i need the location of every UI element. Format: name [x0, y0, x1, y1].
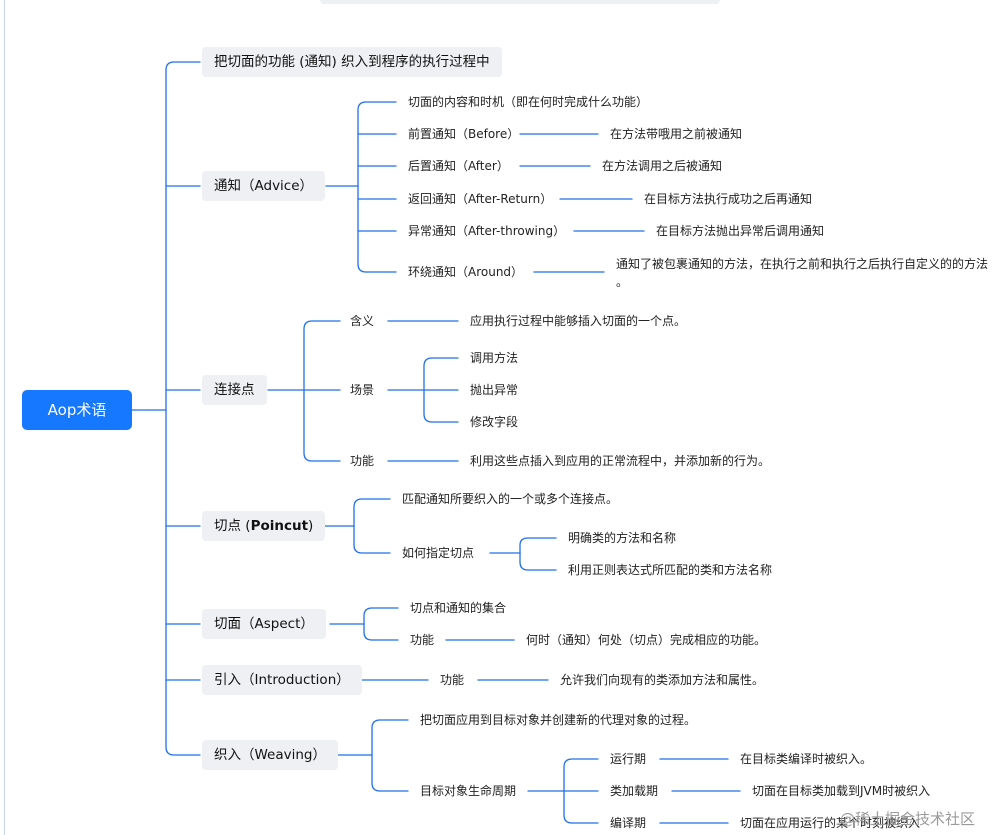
joinpoint-scene[interactable]: 场景	[350, 383, 375, 397]
joinpoint-scene-call[interactable]: 调用方法	[470, 351, 519, 365]
node-joinpoint[interactable]: 连接点	[202, 375, 267, 405]
joinpoint-function[interactable]: 功能	[350, 454, 375, 468]
weaving-definition[interactable]: 把切面应用到目标对象并创建新的代理对象的过程。	[420, 713, 697, 727]
advice-after-throwing[interactable]: 异常通知（After-throwing）	[408, 224, 566, 238]
watermark: @稀土掘金技术社区	[840, 810, 976, 828]
joinpoint-meaning-desc[interactable]: 应用执行过程中能够插入切面的一个点。	[470, 314, 687, 328]
pointcut-how[interactable]: 如何指定切点	[402, 546, 475, 560]
weaving-classload[interactable]: 类加载期	[610, 784, 659, 798]
pointcut-regex[interactable]: 利用正则表达式所匹配的类和方法名称	[568, 563, 773, 577]
joinpoint-meaning[interactable]: 含义	[350, 314, 375, 328]
root-node[interactable]: Aop术语	[22, 390, 132, 430]
advice-around-desc-end: 。	[616, 275, 629, 289]
node-weaving[interactable]: 织入（Weaving）	[202, 740, 339, 770]
advice-after-return[interactable]: 返回通知（After-Return）	[408, 192, 553, 206]
introduction-function-desc[interactable]: 允许我们向现有的类添加方法和属性。	[560, 673, 765, 687]
introduction-function[interactable]: 功能	[440, 673, 465, 687]
joinpoint-scene-field[interactable]: 修改字段	[470, 415, 519, 429]
weaving-classload-desc[interactable]: 切面在目标类加载到JVM时被织入	[752, 784, 931, 798]
advice-after-desc[interactable]: 在方法调用之后被通知	[602, 159, 723, 173]
weaving-runtime-desc[interactable]: 在目标类编译时被织入。	[740, 752, 873, 766]
node-aspect[interactable]: 切面（Aspect）	[202, 609, 326, 639]
advice-before[interactable]: 前置通知（Before）	[408, 127, 520, 141]
pointcut-match[interactable]: 匹配通知所要织入的一个或多个连接点。	[402, 492, 619, 506]
weaving-compile-desc[interactable]: 切面在应用运行的某个时刻被织入	[740, 816, 921, 830]
joinpoint-function-desc[interactable]: 利用这些点插入到应用的正常流程中，并添加新的行为。	[470, 454, 771, 468]
weaving-runtime[interactable]: 运行期	[610, 752, 647, 766]
aspect-collection[interactable]: 切点和通知的集合	[410, 601, 507, 615]
advice-around[interactable]: 环绕通知（Around）	[408, 265, 524, 279]
aspect-function[interactable]: 功能	[410, 633, 435, 647]
weaving-lifecycle[interactable]: 目标对象生命周期	[420, 784, 517, 798]
node-advice[interactable]: 通知（Advice）	[202, 171, 326, 201]
node-pointcut[interactable]: 切点 (Poincut)	[202, 511, 326, 541]
advice-around-desc[interactable]: 通知了被包裹通知的方法，在执行之前和执行之后执行自定义的的方法	[616, 257, 989, 271]
left-edge-line	[4, 0, 5, 835]
node-introduction[interactable]: 引入（Introduction）	[202, 665, 362, 695]
pointcut-label-bold: Poincut	[250, 518, 309, 534]
advice-after-throwing-desc[interactable]: 在目标方法抛出异常后调用通知	[656, 224, 825, 238]
pointcut-label-pre: 切点 (	[214, 518, 251, 534]
node-weave-into-execution[interactable]: 把切面的功能 (通知) 织入到程序的执行过程中	[202, 47, 502, 77]
advice-definition[interactable]: 切面的内容和时机（即在何时完成什么功能）	[408, 95, 649, 109]
top-scroll-edge	[320, 0, 720, 4]
joinpoint-scene-throw[interactable]: 抛出异常	[470, 383, 519, 397]
pointcut-explicit[interactable]: 明确类的方法和名称	[568, 531, 677, 545]
pointcut-label-post: )	[308, 518, 314, 534]
aspect-function-desc[interactable]: 何时（通知）何处（切点）完成相应的功能。	[526, 633, 767, 647]
weaving-compile[interactable]: 编译期	[610, 816, 647, 830]
advice-after[interactable]: 后置通知（After）	[408, 159, 509, 173]
advice-before-desc[interactable]: 在方法带哦用之前被通知	[610, 127, 743, 141]
advice-after-return-desc[interactable]: 在目标方法执行成功之后再通知	[644, 192, 813, 206]
